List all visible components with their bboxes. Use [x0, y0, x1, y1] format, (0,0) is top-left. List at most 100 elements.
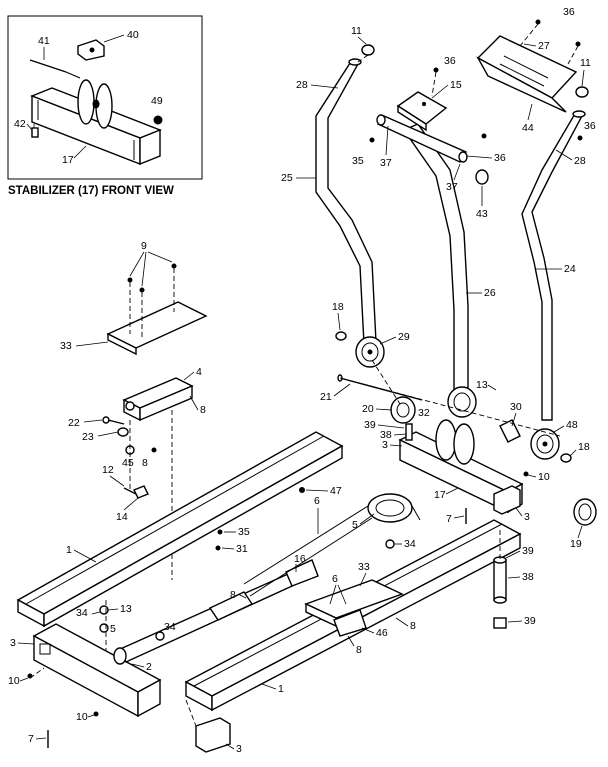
callout-1-left: 1	[66, 544, 72, 556]
callout-9: 9	[141, 240, 147, 252]
callout-44: 44	[522, 122, 534, 134]
callout-38-a: 38	[380, 429, 392, 441]
callout-8-plate-bottom: 8	[356, 644, 362, 656]
callout-35-b: 35	[238, 526, 250, 538]
axle-rod-21	[337, 374, 423, 401]
nut-34-right	[385, 539, 395, 549]
washer-5-left	[99, 623, 109, 633]
callout-3-bottom: 3	[236, 743, 242, 755]
callout-8-plate-right: 8	[410, 620, 416, 632]
callout-11-top: 11	[351, 25, 362, 37]
drive-shaft-8	[113, 559, 319, 665]
callout-34-right: 34	[404, 538, 416, 550]
callout-42: 42	[14, 118, 26, 130]
nut-18-right	[560, 453, 572, 463]
callout-33-top: 33	[60, 340, 72, 352]
callout-36-right: 36	[584, 120, 596, 132]
callout-5-pulley: 5	[352, 519, 358, 531]
screw-36-b	[535, 19, 541, 25]
screw-36-e	[577, 135, 583, 141]
screw-36-d	[481, 133, 487, 139]
screw-8-small	[151, 447, 157, 453]
callout-41: 41	[38, 35, 50, 47]
callout-28-right: 28	[574, 155, 586, 167]
callout-36-mid: 36	[494, 152, 506, 164]
callout-36-top: 36	[563, 6, 575, 18]
callout-19: 19	[570, 538, 582, 550]
callout-25: 25	[281, 172, 293, 184]
screw-10-c	[523, 471, 529, 477]
callout-29: 29	[398, 331, 410, 343]
callout-16: 16	[294, 553, 306, 565]
callout-10-right: 10	[538, 471, 550, 483]
inset-bolt-42	[31, 127, 39, 138]
callout-13-left: 13	[120, 603, 132, 615]
nut-18-left	[335, 331, 347, 341]
callout-10-bottom: 10	[76, 711, 88, 723]
screw-36-c	[575, 41, 581, 47]
callout-23: 23	[82, 431, 94, 443]
bolt-47	[299, 487, 305, 493]
wheel-29	[355, 336, 385, 368]
tube-38	[493, 556, 507, 629]
callout-1-bottom: 1	[278, 683, 284, 695]
inset-frame	[7, 15, 203, 180]
callout-46: 46	[376, 627, 388, 639]
inset-bracket-40	[77, 39, 105, 61]
callout-8-small: 8	[142, 457, 148, 469]
console-27	[476, 35, 578, 113]
end-cap-43	[475, 169, 489, 185]
nut-13-left	[99, 605, 109, 615]
callout-8-bracket: 8	[200, 404, 206, 416]
callout-38-b: 38	[522, 571, 534, 583]
screw-36-a	[433, 67, 439, 73]
callout-33-bottom: 33	[358, 561, 370, 573]
callout-12: 12	[102, 464, 114, 476]
callout-45: 45	[122, 457, 134, 469]
end-cap-3-bottom	[195, 717, 231, 753]
callout-7-mid: 7	[446, 513, 452, 525]
callout-40: 40	[127, 29, 139, 41]
callout-26: 26	[484, 287, 496, 299]
inset-nut-49	[153, 115, 163, 125]
callout-6-top: 6	[314, 495, 320, 507]
callout-39-c: 39	[524, 615, 536, 627]
callout-3-left: 3	[10, 637, 16, 649]
screw-9-c	[171, 263, 177, 269]
callout-11-right: 11	[580, 57, 591, 69]
callout-34-mid: 34	[164, 621, 176, 633]
screw-35	[369, 137, 375, 143]
rail-1-left	[16, 431, 344, 628]
callout-4: 4	[196, 366, 202, 378]
plate-33-top	[106, 301, 208, 356]
callout-14: 14	[116, 511, 128, 523]
callout-37-right: 37	[446, 181, 458, 193]
belt-pulley-5	[243, 493, 421, 597]
callout-18-right: 18	[578, 441, 590, 453]
callout-36-15: 36	[444, 55, 456, 67]
callout-3-right: 3	[524, 511, 530, 523]
end-cap-11-right	[575, 86, 589, 98]
callout-27: 27	[538, 40, 550, 52]
inset-caption: STABILIZER (17) FRONT VIEW	[8, 185, 174, 197]
callout-49: 49	[151, 95, 163, 107]
wheel-48	[530, 428, 560, 460]
screw-9-b	[139, 287, 145, 293]
bracket-4	[122, 377, 194, 422]
bolt-14	[123, 485, 149, 499]
screw-9-a	[127, 277, 133, 283]
callout-2: 2	[146, 661, 152, 673]
end-cap-3-right	[493, 485, 521, 515]
callout-31: 31	[236, 543, 248, 555]
plate-33-bottom	[304, 579, 404, 628]
handlebar-arm-25	[315, 58, 377, 345]
callout-17-inset: 17	[62, 154, 74, 166]
callout-37-left: 37	[380, 157, 392, 169]
callout-3-stab: 3	[382, 439, 388, 451]
callout-47: 47	[330, 485, 342, 497]
callout-35: 35	[352, 155, 364, 167]
callout-34-left: 34	[76, 607, 88, 619]
callout-39-a: 39	[364, 419, 376, 431]
callout-7-bottom: 7	[28, 733, 34, 745]
callout-17-main: 17	[434, 489, 446, 501]
